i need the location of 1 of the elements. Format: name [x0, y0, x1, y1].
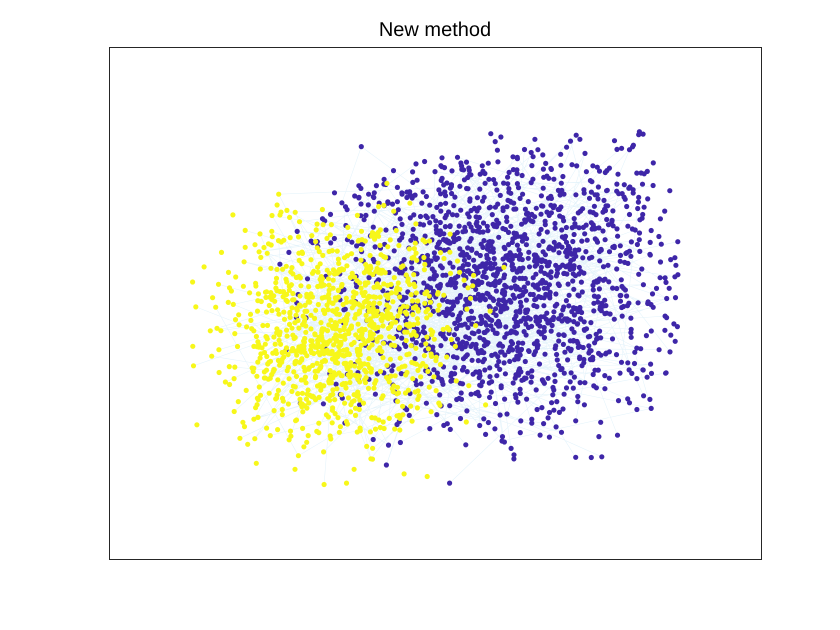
chart-title: New method — [378, 18, 492, 42]
